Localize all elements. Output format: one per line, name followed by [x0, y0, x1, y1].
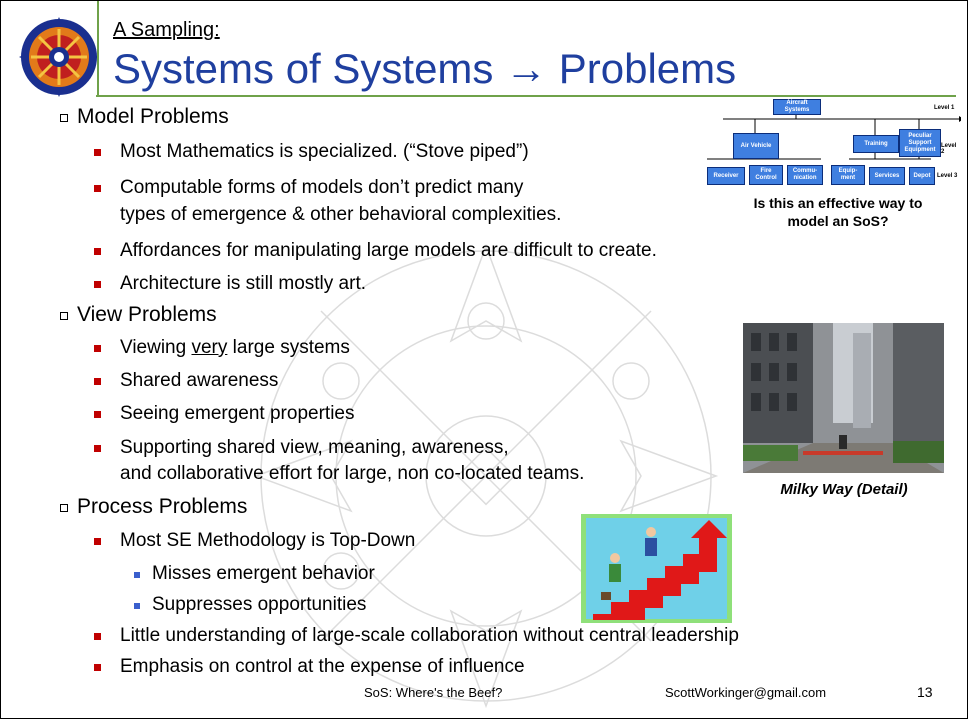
org-level-label: Level 1 — [934, 105, 955, 111]
red-square-bullet — [94, 149, 101, 156]
org-box-level3: Services — [869, 167, 905, 185]
slide-subtitle: A Sampling: — [113, 19, 220, 41]
footer-email: ScottWorkinger@gmail.com — [665, 685, 827, 700]
red-square-bullet — [94, 445, 101, 452]
blue-square-bullet — [134, 603, 140, 609]
org-box-level3: Receiver — [707, 167, 745, 185]
footer-presentation-title: SoS: Where's the Beef? — [364, 685, 503, 700]
org-box-level2: Training — [853, 135, 899, 153]
org-box-level2: Air Vehicle — [733, 133, 779, 159]
photo-caption: Milky Way (Detail) — [780, 481, 908, 498]
org-chart-diagram: Aircraft Systems Air Vehicle Training Pe… — [701, 99, 961, 189]
slide-title: Systems of Systems → Problems — [113, 45, 737, 92]
org-box-level2: Peculiar Support Equipment — [899, 129, 941, 157]
red-square-bullet — [94, 248, 101, 255]
red-square-bullet — [94, 664, 101, 671]
title-rule — [96, 95, 956, 97]
hollow-square-bullet — [60, 504, 68, 512]
org-box-level3: Depot — [909, 167, 935, 185]
red-square-bullet — [94, 378, 101, 385]
watermark-ornament — [253, 243, 719, 709]
org-chart-caption: Is this an effective way to model an SoS… — [753, 195, 923, 229]
org-box-root: Aircraft Systems — [773, 99, 821, 115]
title-rule-vertical — [97, 1, 99, 97]
street-photo-image — [743, 323, 944, 473]
red-square-bullet — [94, 633, 101, 640]
red-square-bullet — [94, 281, 101, 288]
climbing-arrow-clipart — [581, 514, 732, 623]
red-square-bullet — [94, 411, 101, 418]
blue-square-bullet — [134, 572, 140, 578]
org-level-label: Level 3 — [937, 173, 958, 179]
dharma-wheel-logo-icon — [19, 17, 99, 97]
red-square-bullet — [94, 185, 101, 192]
list-item-continuation: types of emergence & other behavioral co… — [120, 204, 562, 225]
org-box-level3: Equip-ment — [831, 165, 865, 185]
org-level-label: Level 2 — [941, 143, 957, 155]
hollow-square-bullet — [60, 312, 68, 320]
red-square-bullet — [94, 345, 101, 352]
page-number: 13 — [917, 684, 933, 700]
org-box-level3: Commu-nication — [787, 165, 823, 185]
org-box-level3: Fire Control — [749, 165, 783, 185]
red-square-bullet — [94, 538, 101, 545]
org-chart-connectors — [707, 113, 961, 160]
list-item-continuation: and collaborative effort for large, non … — [120, 463, 585, 484]
hollow-square-bullet — [60, 114, 68, 122]
